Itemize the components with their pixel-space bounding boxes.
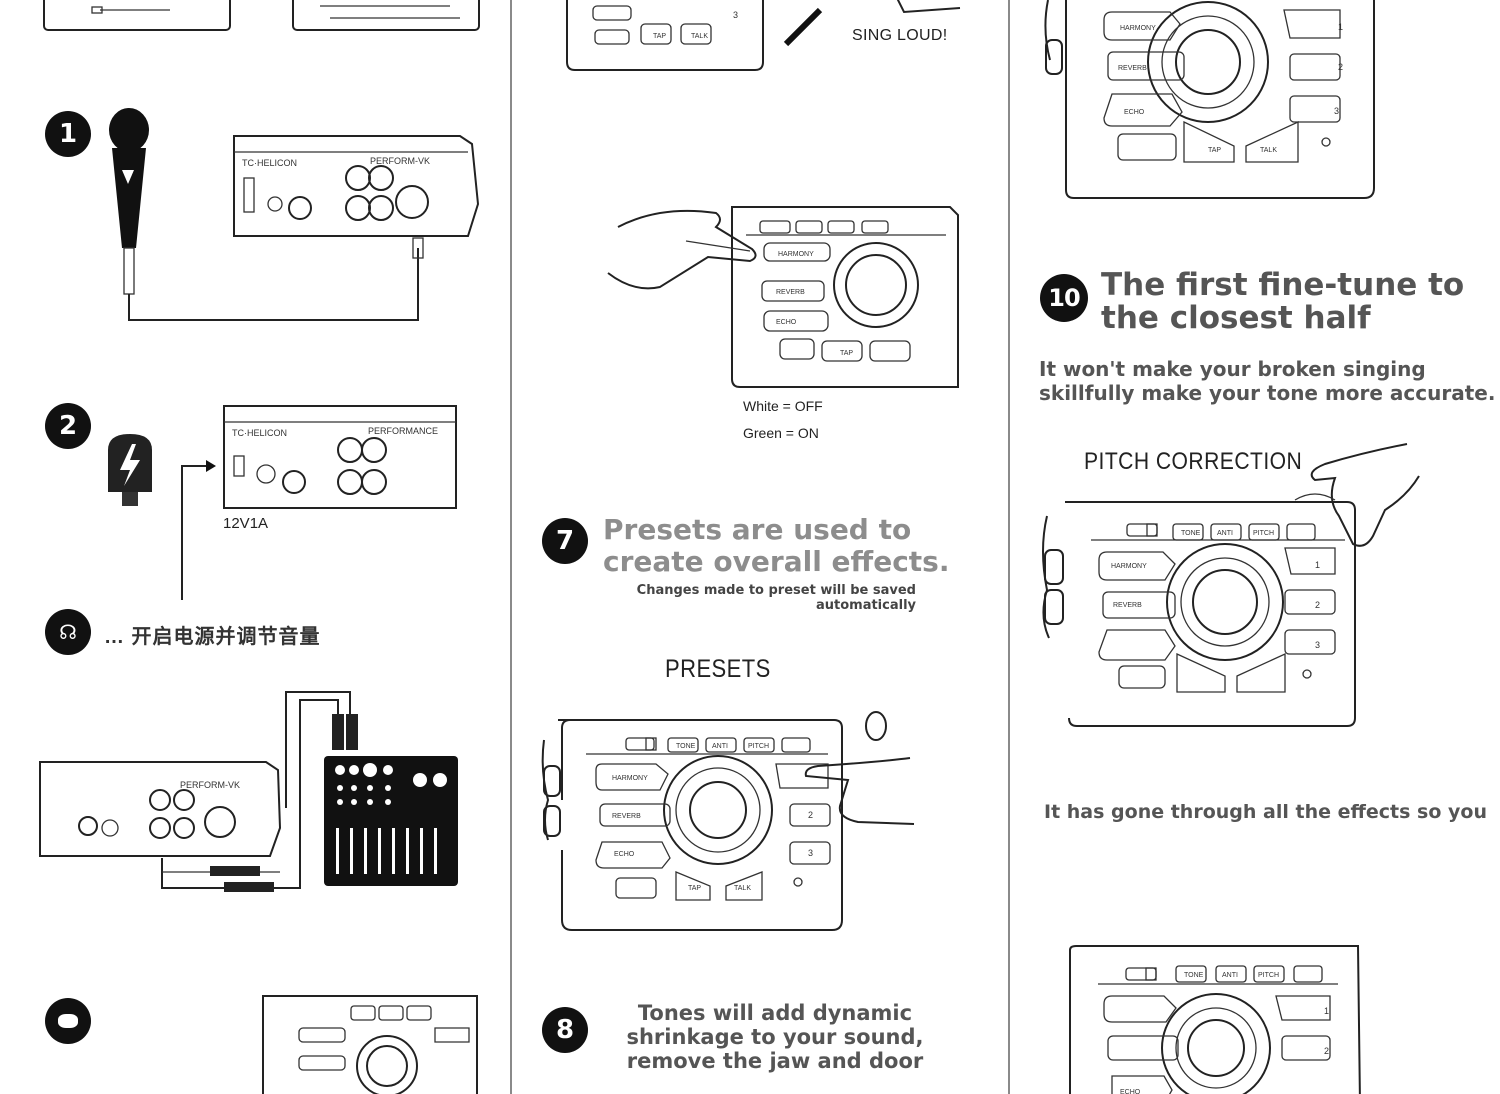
step-8-badge: 8 xyxy=(542,1007,588,1053)
svg-text:TALK: TALK xyxy=(691,33,708,40)
svg-text:TONE: TONE xyxy=(1181,530,1201,537)
svg-text:3: 3 xyxy=(808,848,813,858)
device-brand-text-1: TC·HELICON xyxy=(242,158,297,168)
svg-text:TALK: TALK xyxy=(1260,147,1277,154)
step-8-text-line-3: remove the jaw and door xyxy=(626,1049,924,1073)
svg-text:1: 1 xyxy=(1315,560,1320,570)
svg-text:3: 3 xyxy=(733,10,738,20)
svg-text:ECHO: ECHO xyxy=(1120,1089,1141,1094)
top-right-device-illustration: HARMONY REVERB ECHO TAP TALK 1 2 3 xyxy=(1044,0,1375,199)
step-1-badge: 1 xyxy=(45,111,91,157)
step-3-caption: … 开启电源并调节音量 xyxy=(104,626,321,648)
power-spec-label: 12V1A xyxy=(223,515,269,532)
pitch-correction-device-illustration: TONE ANTI PITCH HARMONY REVERB 1 2 3 xyxy=(1042,443,1420,727)
step-7-note-line-1: Changes made to preset will be saved xyxy=(636,583,916,598)
step-7-badge: 7 xyxy=(542,518,588,564)
svg-text:ECHO: ECHO xyxy=(1124,109,1145,116)
step-4-device-illustration xyxy=(262,995,478,1094)
svg-text:TAP: TAP xyxy=(688,885,701,892)
svg-text:3: 3 xyxy=(1315,640,1320,650)
svg-text:PITCH: PITCH xyxy=(1253,530,1274,537)
svg-text:PITCH: PITCH xyxy=(748,743,769,750)
step-10-description-line-1: It won't make your broken singing xyxy=(1039,357,1426,381)
svg-text:REVERB: REVERB xyxy=(612,813,641,820)
step-10-badge: 10 xyxy=(1040,274,1088,322)
pitch-correction-label: PITCH CORRECTION xyxy=(1084,448,1303,475)
step-2-power-illustration: TC·HELICON PERFORMANCE xyxy=(108,405,457,600)
svg-text:PITCH: PITCH xyxy=(1258,972,1279,979)
svg-text:2: 2 xyxy=(1315,600,1320,610)
step-1-mic-connection-illustration: TC·HELICON PERFORM-VK xyxy=(109,108,480,321)
svg-text:HARMONY: HARMONY xyxy=(1111,563,1147,570)
blank-badge-icon xyxy=(58,1014,78,1028)
sing-loud-doodle xyxy=(783,0,961,47)
svg-text:TAP: TAP xyxy=(653,33,666,40)
step-10-title-line-2: the closest half xyxy=(1101,300,1371,336)
harmony-press-illustration: HARMONY REVERB ECHO TAP xyxy=(607,206,959,388)
svg-text:2: 2 xyxy=(1338,62,1343,72)
step-4-badge xyxy=(45,998,91,1044)
svg-text:TC·HELICON: TC·HELICON xyxy=(232,428,287,438)
step-8-text-line-1: Tones will add dynamic xyxy=(637,1001,913,1025)
svg-text:TONE: TONE xyxy=(1184,972,1204,979)
top-pad-device-illustration: TAP TALK 3 xyxy=(566,0,764,71)
status-green-on: Green = ON xyxy=(743,425,819,441)
step-7-note-line-2: automatically xyxy=(815,598,916,613)
svg-text:PERFORM-VK: PERFORM-VK xyxy=(180,780,240,790)
svg-text:2: 2 xyxy=(1324,1046,1329,1056)
step-3-mixer-connection-illustration: PERFORM-VK xyxy=(39,691,458,892)
svg-text:REVERB: REVERB xyxy=(1118,65,1147,72)
svg-text:ANTI: ANTI xyxy=(1222,972,1238,979)
step-2-badge: 2 xyxy=(45,403,91,449)
status-white-off: White = OFF xyxy=(743,398,823,414)
pad-tone-label: TONE xyxy=(676,743,696,750)
step-10-description-line-2: skillfully make your tone more accurate. xyxy=(1039,381,1496,405)
cable-box-illustrations xyxy=(43,0,480,31)
svg-text:REVERB: REVERB xyxy=(1113,602,1142,609)
effects-text: It has gone through all the effects so y… xyxy=(1044,801,1487,823)
step-3-badge: ☊ xyxy=(45,609,91,655)
svg-text:PERFORM-VK: PERFORM-VK xyxy=(370,156,430,166)
presets-device-illustration: TONE ANTI PITCH HARMONY REVERB ECHO TAP … xyxy=(541,711,915,931)
svg-text:ANTI: ANTI xyxy=(1217,530,1233,537)
svg-text:2: 2 xyxy=(808,810,813,820)
step-8-text-line-2: shrinkage to your sound, xyxy=(626,1025,924,1049)
svg-text:PERFORMANCE: PERFORMANCE xyxy=(368,426,438,436)
column-divider-right xyxy=(1008,0,1010,1094)
svg-text:TAP: TAP xyxy=(840,350,853,357)
svg-text:HARMONY: HARMONY xyxy=(1120,25,1156,32)
svg-text:TALK: TALK xyxy=(734,885,751,892)
svg-text:REVERB: REVERB xyxy=(776,289,805,296)
svg-text:3: 3 xyxy=(1334,106,1339,116)
svg-text:1: 1 xyxy=(1338,22,1343,32)
headphone-icon: ☊ xyxy=(59,620,77,644)
svg-text:1: 1 xyxy=(1324,1006,1329,1016)
bottom-right-device-illustration: TONE ANTI PITCH 1 2 ECHO xyxy=(1069,945,1361,1094)
presets-label: PRESETS xyxy=(665,655,771,683)
svg-text:HARMONY: HARMONY xyxy=(612,775,648,782)
svg-text:ECHO: ECHO xyxy=(776,319,797,326)
svg-text:TAP: TAP xyxy=(1208,147,1221,154)
column-divider-left xyxy=(510,0,512,1094)
sing-loud-label: SING LOUD! xyxy=(852,27,948,44)
svg-text:ANTI: ANTI xyxy=(712,743,728,750)
step-10-title-line-1: The first fine-tune to xyxy=(1101,267,1465,303)
step-7-title-line-2: create overall effects. xyxy=(603,545,950,578)
svg-text:ECHO: ECHO xyxy=(614,851,635,858)
svg-text:HARMONY: HARMONY xyxy=(778,251,814,258)
step-7-title-line-1: Presets are used to xyxy=(603,513,912,546)
